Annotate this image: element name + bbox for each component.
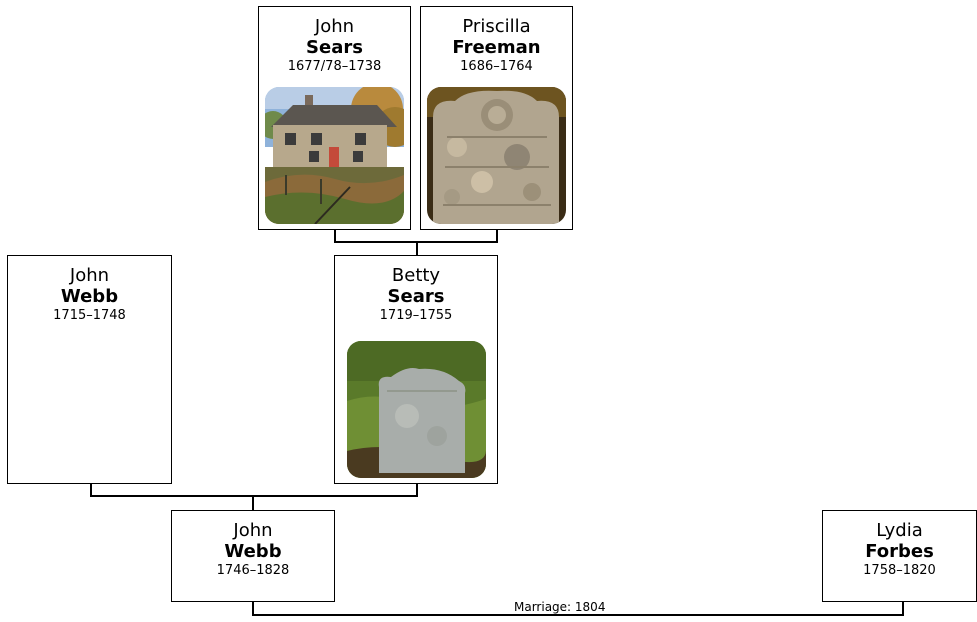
- person-card-john-sears[interactable]: John Sears 1677/78–1738: [258, 6, 411, 230]
- marriage-label: Marriage: 1804: [514, 600, 606, 614]
- connector: [416, 483, 418, 496]
- life-dates: 1746–1828: [216, 563, 290, 578]
- first-name: Priscilla: [462, 16, 531, 37]
- person-card-priscilla-freeman[interactable]: Priscilla Freeman 1686–1764: [420, 6, 573, 230]
- first-name: Betty: [391, 265, 441, 286]
- first-name: John: [69, 265, 110, 286]
- life-dates: 1686–1764: [460, 59, 533, 74]
- life-dates: 1677/78–1738: [287, 59, 382, 74]
- person-card-john-webb-1746[interactable]: John Webb 1746–1828: [171, 510, 335, 602]
- person-card-betty-sears[interactable]: Betty Sears 1719–1755: [334, 255, 498, 484]
- marriage-line: [902, 601, 904, 615]
- last-name: Webb: [224, 541, 282, 562]
- last-name: Forbes: [865, 541, 934, 562]
- first-name: John: [314, 16, 355, 37]
- gravestone-photo: [427, 87, 566, 224]
- person-card-john-webb-1715[interactable]: John Webb 1715–1748: [7, 255, 172, 484]
- person-card-lydia-forbes[interactable]: Lydia Forbes 1758–1820: [822, 510, 977, 602]
- house-photo: [265, 87, 404, 224]
- life-dates: 1715–1748: [53, 308, 126, 323]
- gravestone-photo: [347, 341, 486, 478]
- life-dates: 1758–1820: [863, 563, 936, 578]
- last-name: Webb: [60, 286, 119, 307]
- connector: [90, 483, 92, 496]
- marriage-line: [252, 601, 254, 615]
- first-name: Lydia: [876, 520, 923, 541]
- last-name: Sears: [387, 286, 445, 307]
- connector: [90, 495, 418, 497]
- connector: [252, 496, 254, 510]
- connector: [334, 229, 336, 242]
- last-name: Freeman: [452, 37, 541, 58]
- marriage-line: [252, 614, 904, 616]
- first-name: John: [233, 520, 273, 541]
- life-dates: 1719–1755: [379, 308, 453, 323]
- connector: [416, 242, 418, 256]
- last-name: Sears: [306, 37, 363, 58]
- connector: [496, 229, 498, 242]
